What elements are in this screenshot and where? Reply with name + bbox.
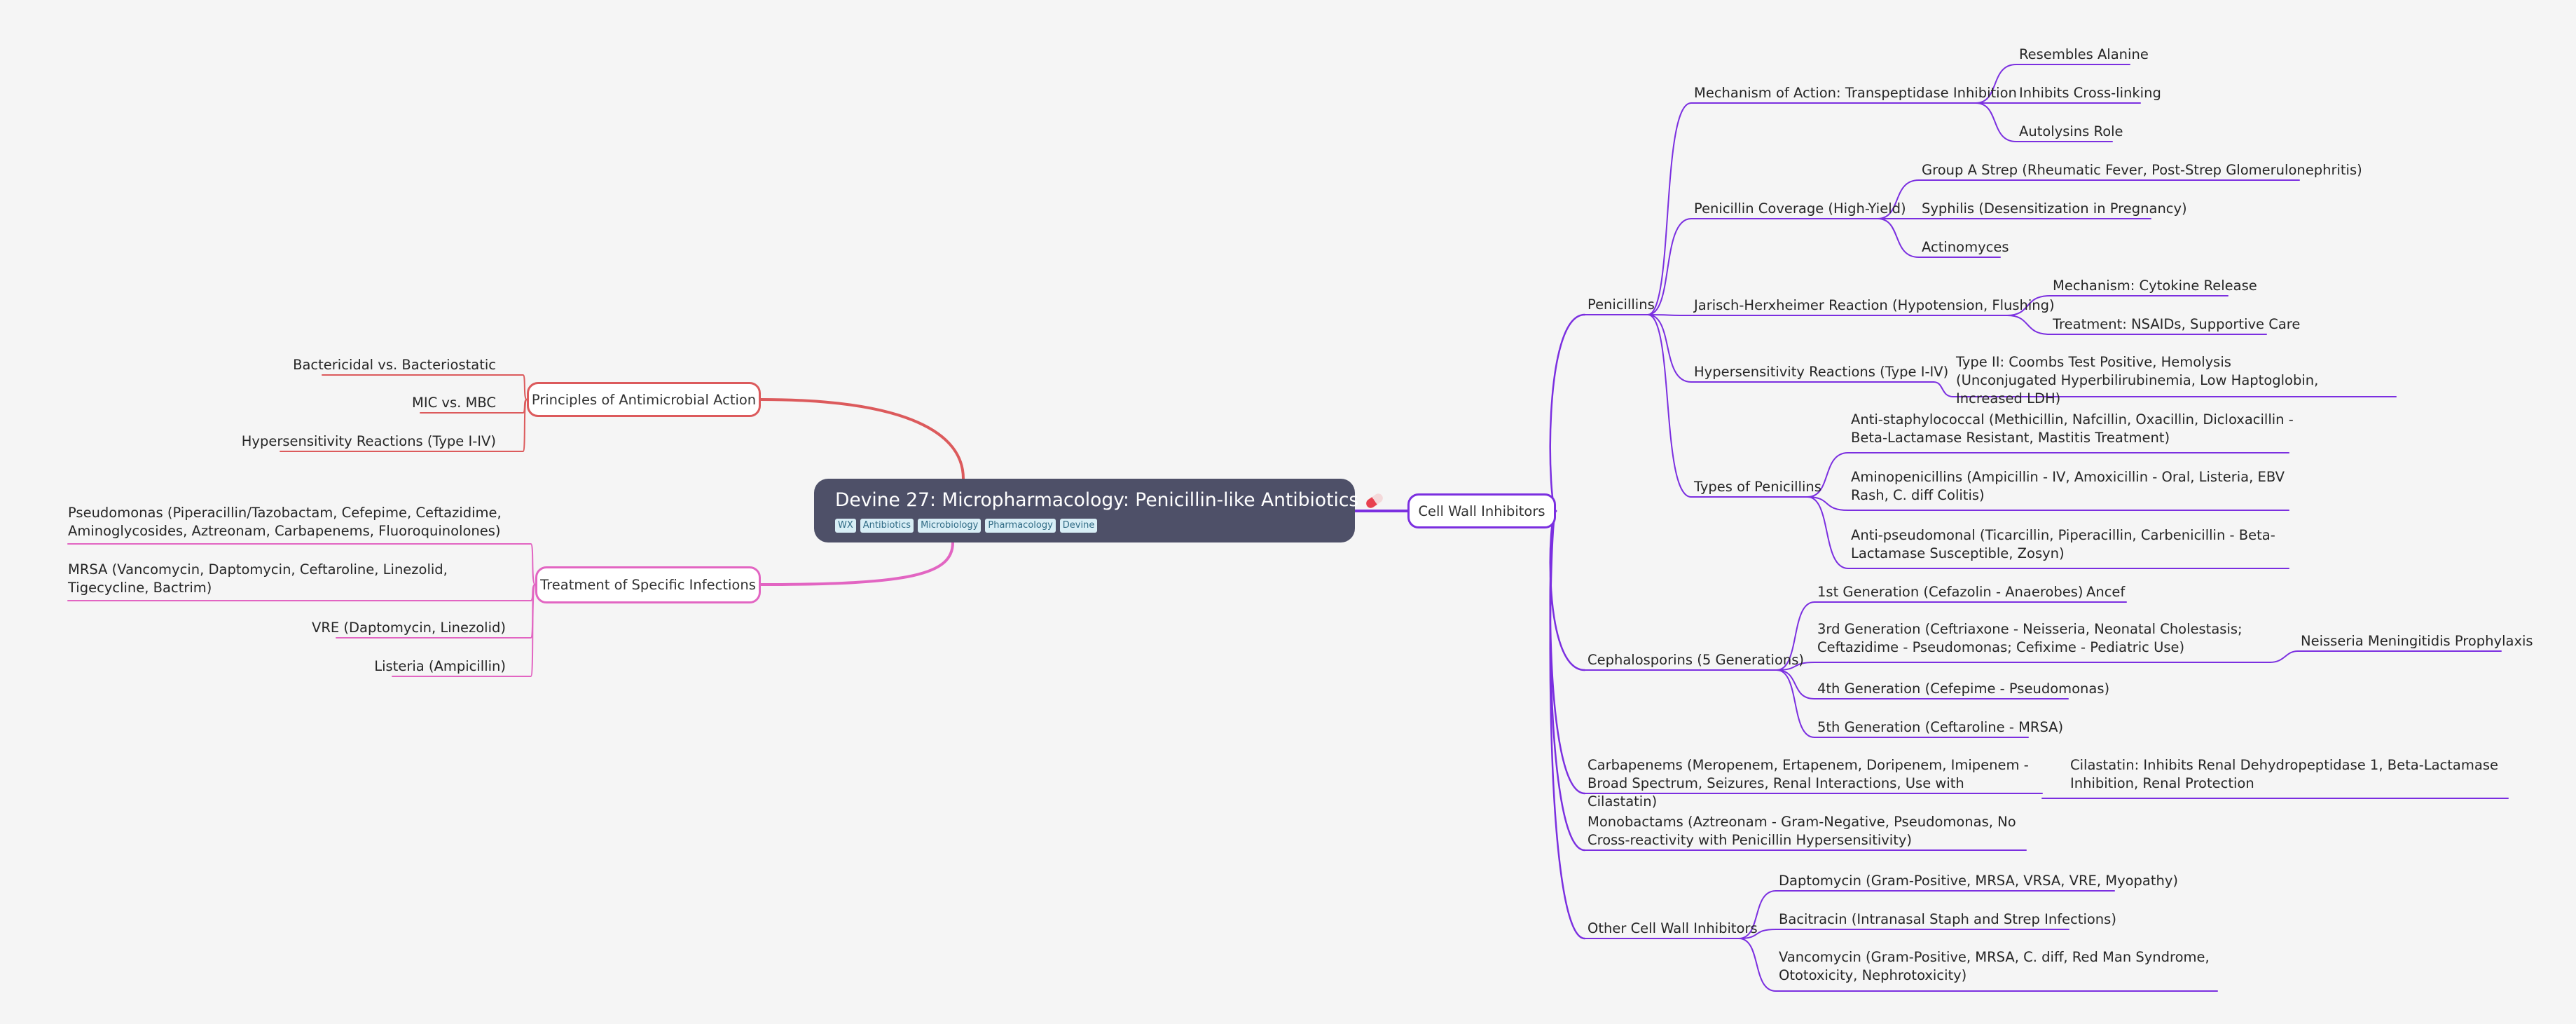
root-tag-list: WX Antibiotics Microbiology Pharmacology… [835,519,1355,533]
tag-antibiotics[interactable]: Antibiotics [860,519,914,533]
root-title: Devine 27: Micropharmacology: Penicillin… [835,486,1358,514]
root-topic[interactable]: Devine 27: Micropharmacology: Penicillin… [814,479,1358,542]
cephalosporin-gen-item[interactable]: 5th Generation (Ceftaroline - MRSA) [1817,719,2064,735]
other-cell-wall-item[interactable]: Daptomycin (Gram-Positive, MRSA, VRSA, V… [1779,873,2179,889]
coverage-item[interactable]: Syphilis (Desensitization in Pregnancy) [1922,200,2187,217]
jarisch-node[interactable]: Jarisch-Herxheimer Reaction (Hypotension… [1694,297,2055,313]
cephalosporin-gen-item[interactable]: 3rd Generation (Ceftriaxone - Neisseria,… [1817,621,2243,655]
penicillin-type-item[interactable]: Anti-staphylococcal (Methicillin, Nafcil… [1851,411,2294,446]
treatment-item[interactable]: Listeria (Ampicillin) [374,658,506,674]
types-node[interactable]: Types of Penicillins [1694,479,1821,495]
other-cell-wall-item[interactable]: Bacitracin (Intranasal Staph and Strep I… [1779,911,2116,927]
jarisch-item[interactable]: Treatment: NSAIDs, Supportive Care [2053,316,2301,332]
jarisch-item[interactable]: Mechanism: Cytokine Release [2053,278,2257,294]
cephalosporin-gen-item[interactable]: 4th Generation (Cefepime - Pseudomonas) [1817,681,2110,697]
treatment-item[interactable]: Pseudomonas (Piperacillin/Tazobactam, Ce… [68,505,502,539]
other-cell-wall-item[interactable]: Vancomycin (Gram-Positive, MRSA, C. diff… [1779,949,2210,983]
mechanism-item[interactable]: Resembles Alanine [2019,46,2149,62]
treatment-item[interactable]: VRE (Daptomycin, Linezolid) [312,620,506,636]
branch-treatment[interactable]: Treatment of Specific Infections [535,566,761,603]
branch-cell-wall-inhibitors[interactable]: Cell Wall Inhibitors [1407,493,1556,528]
penicillins-node[interactable]: Penicillins [1587,296,1655,313]
tag-microbiology[interactable]: Microbiology [918,519,982,533]
coverage-node[interactable]: Penicillin Coverage (High-Yield) [1694,200,1906,217]
principles-item[interactable]: MIC vs. MBC [412,395,496,411]
carbapenems-node[interactable]: Carbapenems (Meropenem, Ertapenem, Dorip… [1587,757,2029,810]
other-cell-wall-node[interactable]: Other Cell Wall Inhibitors [1587,920,1758,936]
treatment-item[interactable]: MRSA (Vancomycin, Daptomycin, Ceftarolin… [68,561,448,596]
mechanism-item[interactable]: Autolysins Role [2019,123,2123,139]
cilastatin-item[interactable]: Cilastatin: Inhibits Renal Dehydropeptid… [2070,757,2498,791]
hypersensitivity-item[interactable]: Type II: Coombs Test Positive, Hemolysis… [1956,354,2319,407]
cephalosporin-gen-item[interactable]: 1st Generation (Cefazolin - Anaerobes) [1817,584,2083,600]
tag-pharmacology[interactable]: Pharmacology [985,519,1056,533]
penicillin-type-item[interactable]: Anti-pseudomonal (Ticarcillin, Piperacil… [1851,527,2275,561]
tag-wx[interactable]: WX [835,519,856,533]
penicillin-type-item[interactable]: Aminopenicillins (Ampicillin - IV, Amoxi… [1851,469,2285,503]
branch-principles[interactable]: Principles of Antimicrobial Action [527,382,761,417]
cephalosporin-gen3-child[interactable]: Neisseria Meningitidis Prophylaxis [2301,633,2533,649]
principles-item[interactable]: Hypersensitivity Reactions (Type I-IV) [241,433,496,449]
principles-item[interactable]: Bactericidal vs. Bacteriostatic [293,357,496,373]
coverage-item[interactable]: Group A Strep (Rheumatic Fever, Post-Str… [1922,162,2362,178]
monobactams-node[interactable]: Monobactams (Aztreonam - Gram-Negative, … [1587,814,2016,848]
tag-devine[interactable]: Devine [1059,519,1098,533]
mechanism-item[interactable]: Inhibits Cross-linking [2019,85,2161,101]
coverage-item[interactable]: Actinomyces [1922,239,2009,255]
hypersensitivity-node[interactable]: Hypersensitivity Reactions (Type I-IV) [1694,364,1949,380]
cephalosporin-gen1-child[interactable]: Ancef [2086,584,2126,600]
mechanism-node[interactable]: Mechanism of Action: Transpeptidase Inhi… [1694,85,2017,101]
cephalosporins-node[interactable]: Cephalosporins (5 Generations) [1587,652,1805,668]
